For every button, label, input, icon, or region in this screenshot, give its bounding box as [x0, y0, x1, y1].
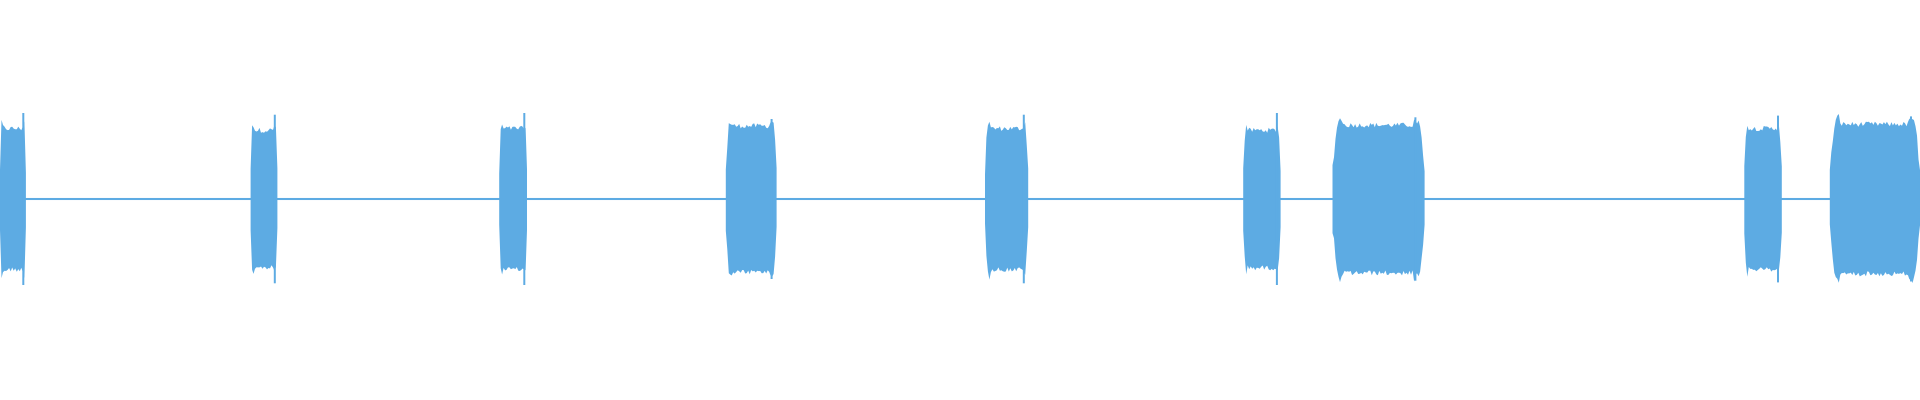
waveform-peak — [770, 119, 773, 279]
waveform-segment — [250, 125, 278, 274]
waveform-segment — [1744, 124, 1782, 277]
waveform-segment — [1332, 118, 1425, 283]
waveform-peak — [1777, 115, 1779, 283]
waveform-peak — [523, 113, 526, 285]
waveform-peak — [273, 114, 276, 284]
waveform-peak — [1910, 116, 1912, 282]
waveform-segment — [0, 119, 26, 279]
waveform-segment — [499, 124, 527, 275]
waveform-segment — [1243, 124, 1281, 275]
waveform-peak — [1275, 113, 1278, 285]
waveform-segment — [985, 121, 1029, 280]
waveform-peak — [1022, 114, 1025, 284]
waveform-peak — [22, 113, 25, 285]
waveform-baseline-line — [0, 197, 1920, 201]
waveform-peak — [1414, 117, 1417, 281]
waveform-segments — [0, 113, 1920, 285]
waveform-segment — [1829, 114, 1920, 284]
waveform-segment — [725, 121, 777, 277]
waveform-baseline — [0, 197, 1920, 201]
